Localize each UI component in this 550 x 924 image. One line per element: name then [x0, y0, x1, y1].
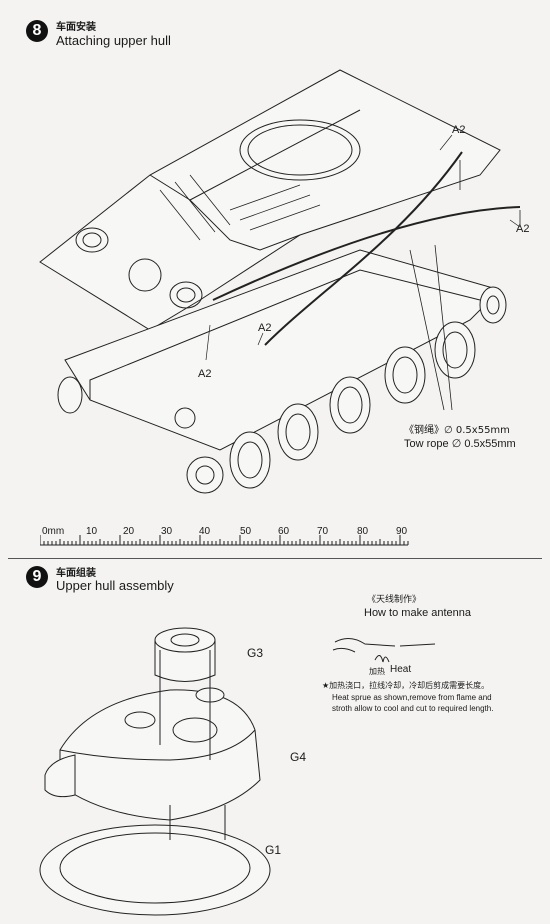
heat-label-en: Heat — [390, 664, 412, 675]
antenna-title-en: How to make antenna — [364, 607, 472, 619]
antenna-note-cn: ★加热浇口，拉线冷却，冷却后剪成需要长度。 — [322, 681, 490, 690]
millimeter-ruler — [40, 535, 409, 546]
part-label-a2-middle: A2 — [258, 322, 272, 334]
heat-label-cn: 加热 — [369, 667, 385, 676]
ruler-label-80: 80 — [357, 526, 369, 537]
part-label-g4: G4 — [290, 750, 307, 764]
step-9-title-cn: 车面组装 — [56, 568, 96, 579]
step-8-hull-illustration — [39, 69, 521, 494]
part-label-a2-top: A2 — [452, 124, 466, 136]
part-label-g1: G1 — [265, 843, 282, 857]
ruler-label-90: 90 — [396, 526, 408, 537]
ruler-label-30: 30 — [161, 526, 173, 537]
tow-rope-label-cn: 《钢绳》∅ 0.5x55mm — [404, 425, 510, 436]
step-8-title-cn: 车面安装 — [56, 22, 96, 33]
part-label-g3: G3 — [247, 646, 264, 660]
antenna-sprue-illustration — [332, 638, 436, 663]
antenna-note-en-1: Heat sprue as shown,remove from flame an… — [332, 693, 492, 702]
ruler-label-20: 20 — [123, 526, 135, 537]
step-8-badge: 8 — [26, 20, 48, 42]
part-label-a2-left: A2 — [198, 368, 212, 380]
step-9-badge: 9 — [26, 566, 48, 588]
antenna-note-en-2: stroth allow to cool and cut to required… — [332, 704, 494, 713]
turret-illustration — [39, 627, 271, 916]
antenna-title-cn: 《天线制作》 — [367, 595, 422, 605]
ruler-label-10: 10 — [86, 526, 98, 537]
ruler-label-0: 0mm — [42, 526, 65, 537]
step-9-title-en: Upper hull assembly — [56, 578, 174, 593]
tow-rope-label-en: Tow rope ∅ 0.5x55mm — [404, 438, 516, 450]
section-divider — [8, 558, 542, 559]
ruler-label-60: 60 — [278, 526, 290, 537]
ruler-label-70: 70 — [317, 526, 329, 537]
step-8-title-en: Attaching upper hull — [56, 33, 171, 48]
ruler-label-40: 40 — [199, 526, 211, 537]
ruler-label-50: 50 — [240, 526, 252, 537]
part-label-a2-right: A2 — [516, 223, 530, 235]
